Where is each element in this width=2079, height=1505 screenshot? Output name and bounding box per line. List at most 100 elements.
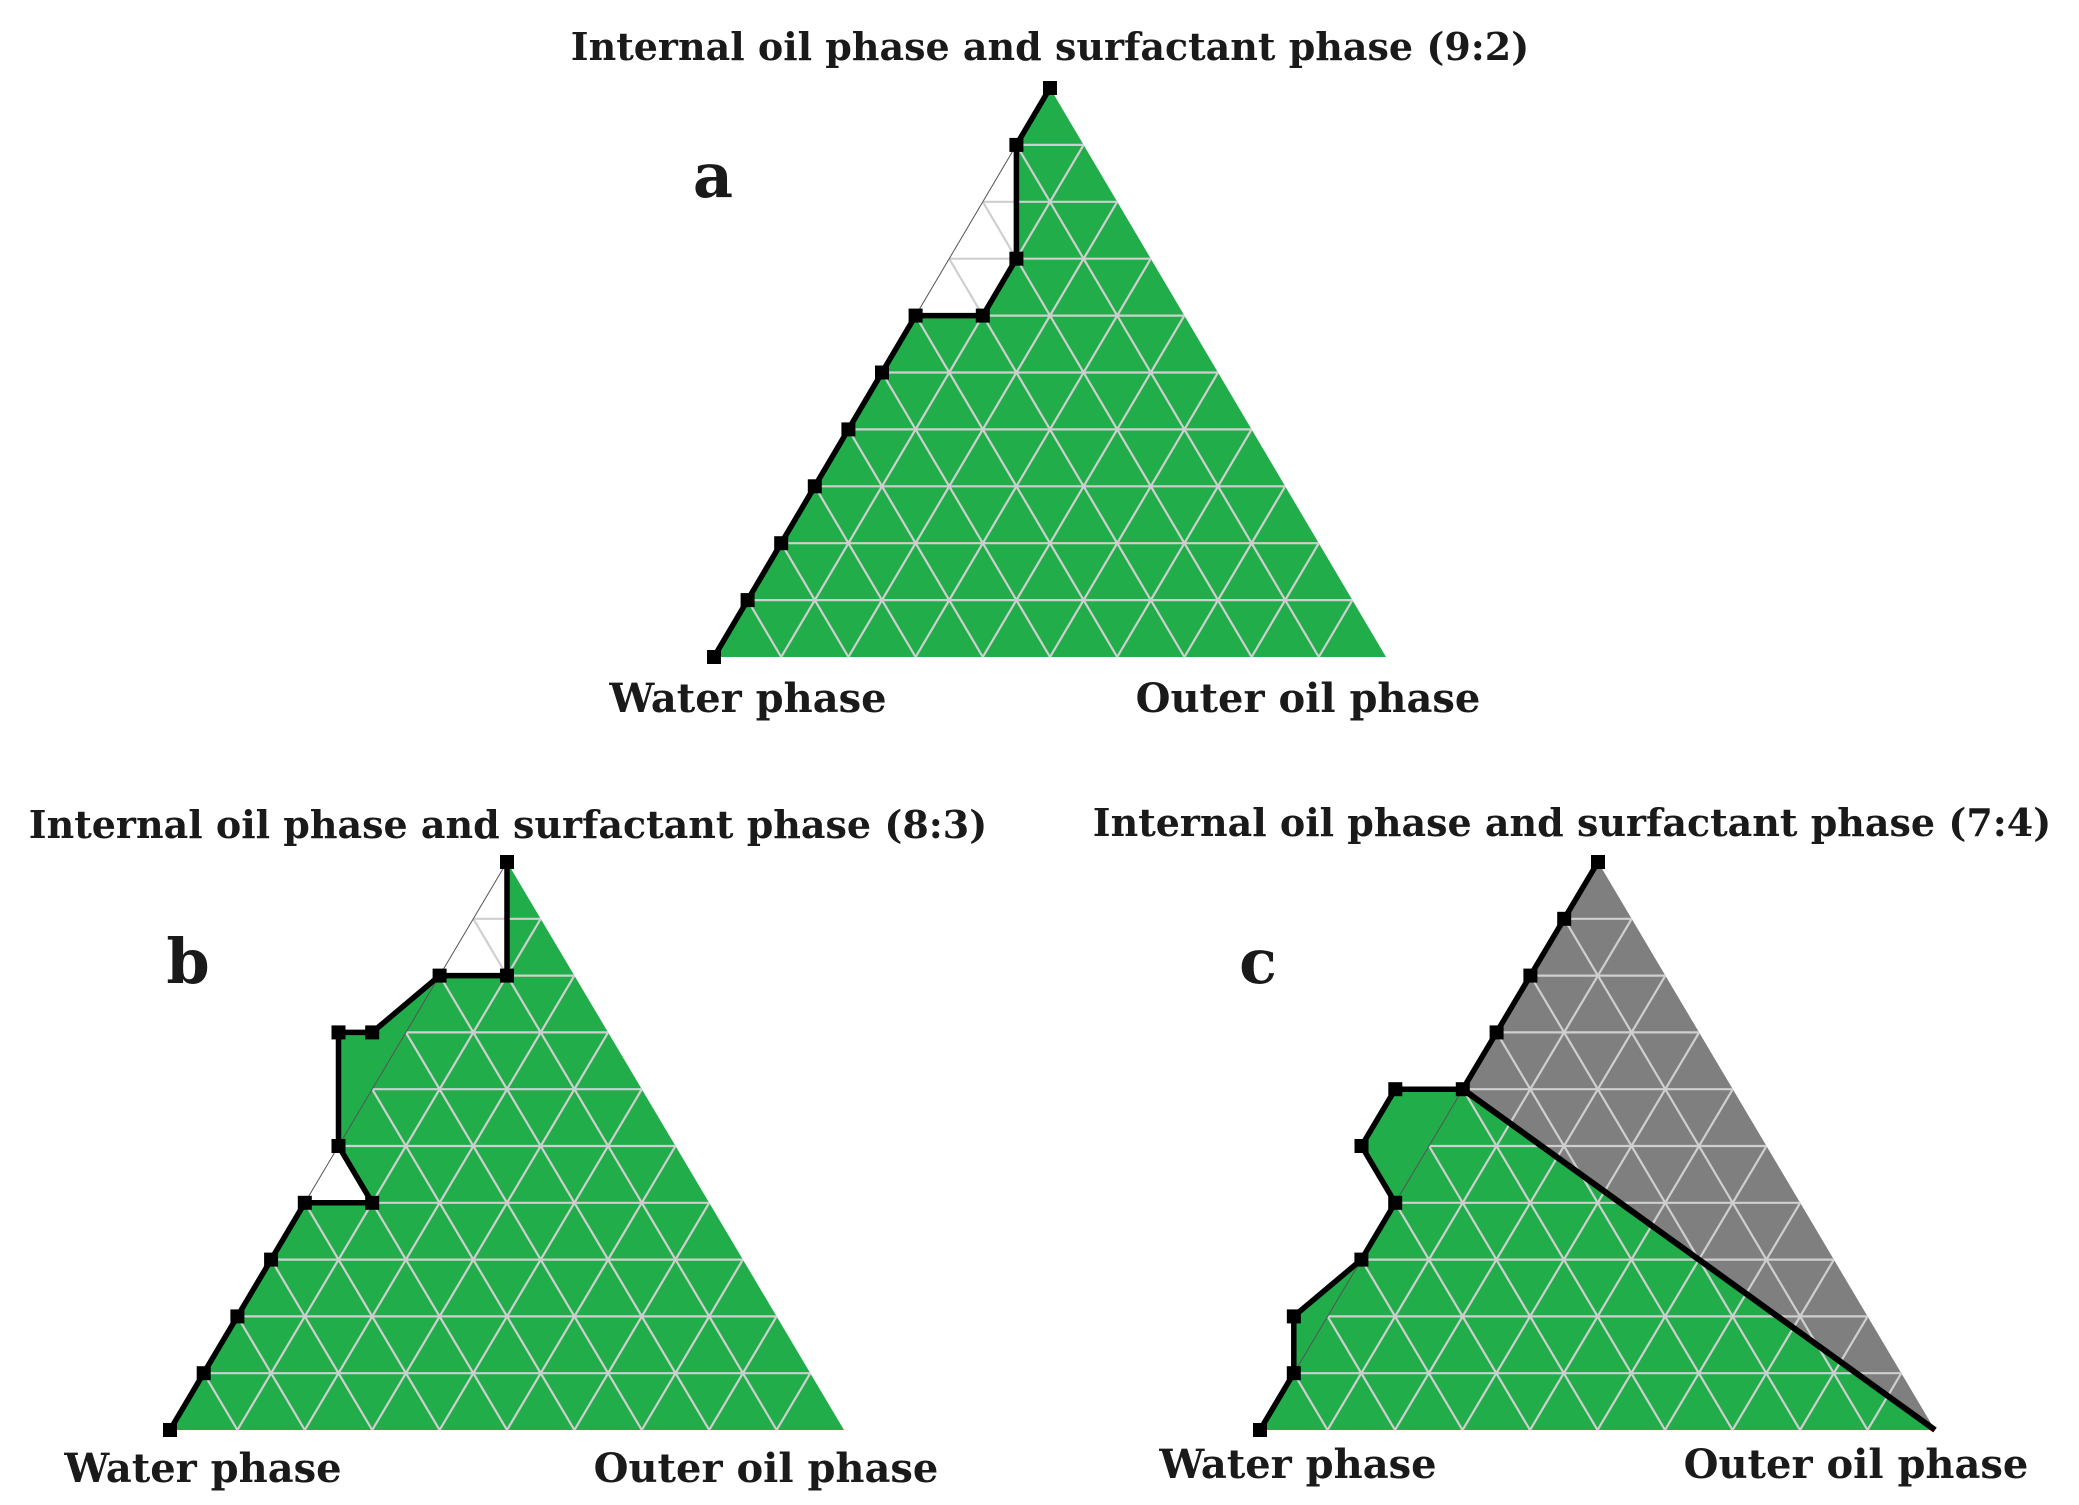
grid-lines	[202, 917, 812, 1431]
panel-b-letter: b	[166, 925, 209, 998]
grid-line	[1461, 1088, 1666, 1431]
boundary-marker	[908, 308, 923, 323]
phase-boundary-line	[1257, 860, 1601, 1432]
phase-boundary-line	[167, 862, 510, 1432]
panel-a: Internal oil phase and surfactant phase …	[571, 24, 1529, 722]
panel-b-outer-oil-label: Outer oil phase	[594, 1445, 939, 1492]
boundary-marker	[1354, 1139, 1369, 1153]
panel-a-letter: a	[693, 139, 733, 212]
boundary-marker	[1388, 1082, 1403, 1097]
boundary-marker	[163, 1423, 177, 1437]
panel-a-title: Internal oil phase and surfactant phase …	[571, 24, 1529, 69]
boundary-marker	[297, 1195, 312, 1210]
grid-line	[506, 1145, 677, 1431]
grid-line	[472, 918, 778, 1431]
panel-b-water-label: Water phase	[63, 1445, 341, 1492]
boundary-marker	[1286, 1309, 1301, 1324]
boundary-marker	[365, 1195, 380, 1210]
boundary-marker	[707, 650, 721, 664]
boundary-marker	[1557, 911, 1572, 926]
boundary-marker	[331, 1139, 346, 1153]
boundary-marker	[774, 536, 789, 551]
boundary-marker	[1489, 1025, 1504, 1040]
grid-line	[371, 1088, 576, 1431]
boundary-marker	[1009, 137, 1024, 152]
grid-line	[1015, 144, 1320, 658]
panel-c-title: Internal oil phase and surfactant phase …	[1093, 800, 2051, 845]
grid-line	[813, 485, 917, 658]
boundary-marker	[365, 1025, 380, 1040]
grid-line	[404, 1031, 643, 1431]
grid-line	[948, 258, 1186, 658]
boundary-marker	[230, 1309, 245, 1324]
boundary-marker	[1523, 968, 1538, 983]
boundary-marker	[1253, 1423, 1267, 1437]
grid-line	[1183, 485, 1287, 658]
grid-line	[1292, 1372, 1329, 1431]
grid-line	[914, 258, 1152, 658]
phase-divider-line	[1461, 1086, 1937, 1433]
grid-line	[270, 1259, 374, 1431]
grid-line	[1596, 1145, 1768, 1431]
boundary-marker	[740, 593, 755, 608]
grid-line	[775, 1372, 812, 1431]
ternary-plot-a	[707, 81, 1386, 664]
boundary-marker	[841, 422, 856, 437]
panel-b: Internal oil phase and surfactant phase …	[29, 802, 987, 1492]
grid-line	[780, 542, 850, 658]
boundary-marker	[975, 308, 990, 323]
boundary-marker	[807, 479, 822, 494]
boundary-marker	[264, 1252, 279, 1267]
panel-a-outer-oil-label: Outer oil phase	[1136, 675, 1481, 722]
panel-c: Internal oil phase and surfactant phase …	[1093, 800, 2051, 1488]
boundary-marker	[500, 855, 514, 869]
grid-line	[1049, 371, 1219, 658]
grid-line	[1317, 599, 1354, 658]
boundary-marker	[1591, 855, 1605, 869]
grid-line	[981, 201, 1253, 658]
grid-line	[881, 371, 1051, 658]
boundary-marker	[432, 968, 447, 983]
grid-line	[303, 1202, 441, 1431]
boundary-marker	[1043, 81, 1057, 95]
grid-line	[1360, 1259, 1464, 1431]
grid-line	[914, 315, 1119, 658]
grid-line	[640, 1259, 744, 1431]
grid-line	[438, 975, 711, 1431]
grid-line	[236, 918, 542, 1431]
boundary-marker	[196, 1366, 211, 1381]
boundary-marker	[500, 968, 514, 983]
grid-line	[1866, 1372, 1903, 1431]
boundary-marker	[1388, 1195, 1403, 1210]
ternary-plot-b	[163, 855, 844, 1437]
grid-line	[1326, 918, 1633, 1431]
panel-a-water-label: Water phase	[608, 675, 886, 722]
ternary-plot-c	[1253, 855, 1937, 1437]
grid-line	[780, 144, 1085, 658]
grid-lines	[746, 143, 1354, 658]
grid-line	[746, 599, 783, 658]
grid-line	[1529, 975, 1801, 1431]
boundary-marker	[1455, 1082, 1470, 1097]
grid-line	[202, 1372, 239, 1431]
boundary-marker	[1354, 1252, 1369, 1267]
grid-line	[1461, 1031, 1701, 1431]
grid-line	[1326, 1315, 1396, 1431]
boundary-marker	[1009, 251, 1024, 266]
panel-c-outer-oil-label: Outer oil phase	[1684, 1441, 2029, 1488]
grid-line	[1394, 1202, 1531, 1431]
grid-line	[1495, 1031, 1734, 1431]
boundary-marker	[875, 365, 889, 380]
boundary-marker	[1286, 1366, 1301, 1381]
panel-c-letter: c	[1239, 925, 1277, 998]
panel-c-water-label: Water phase	[1158, 1441, 1436, 1488]
panel-b-title: Internal oil phase and surfactant phase …	[29, 802, 987, 847]
grid-line	[236, 1315, 306, 1431]
grid-line	[1731, 1259, 1835, 1431]
boundary-marker	[331, 1025, 346, 1040]
grid-lines	[1292, 917, 1903, 1431]
grid-line	[1428, 1145, 1599, 1431]
grid-line	[371, 1031, 610, 1431]
grid-line	[847, 428, 984, 658]
